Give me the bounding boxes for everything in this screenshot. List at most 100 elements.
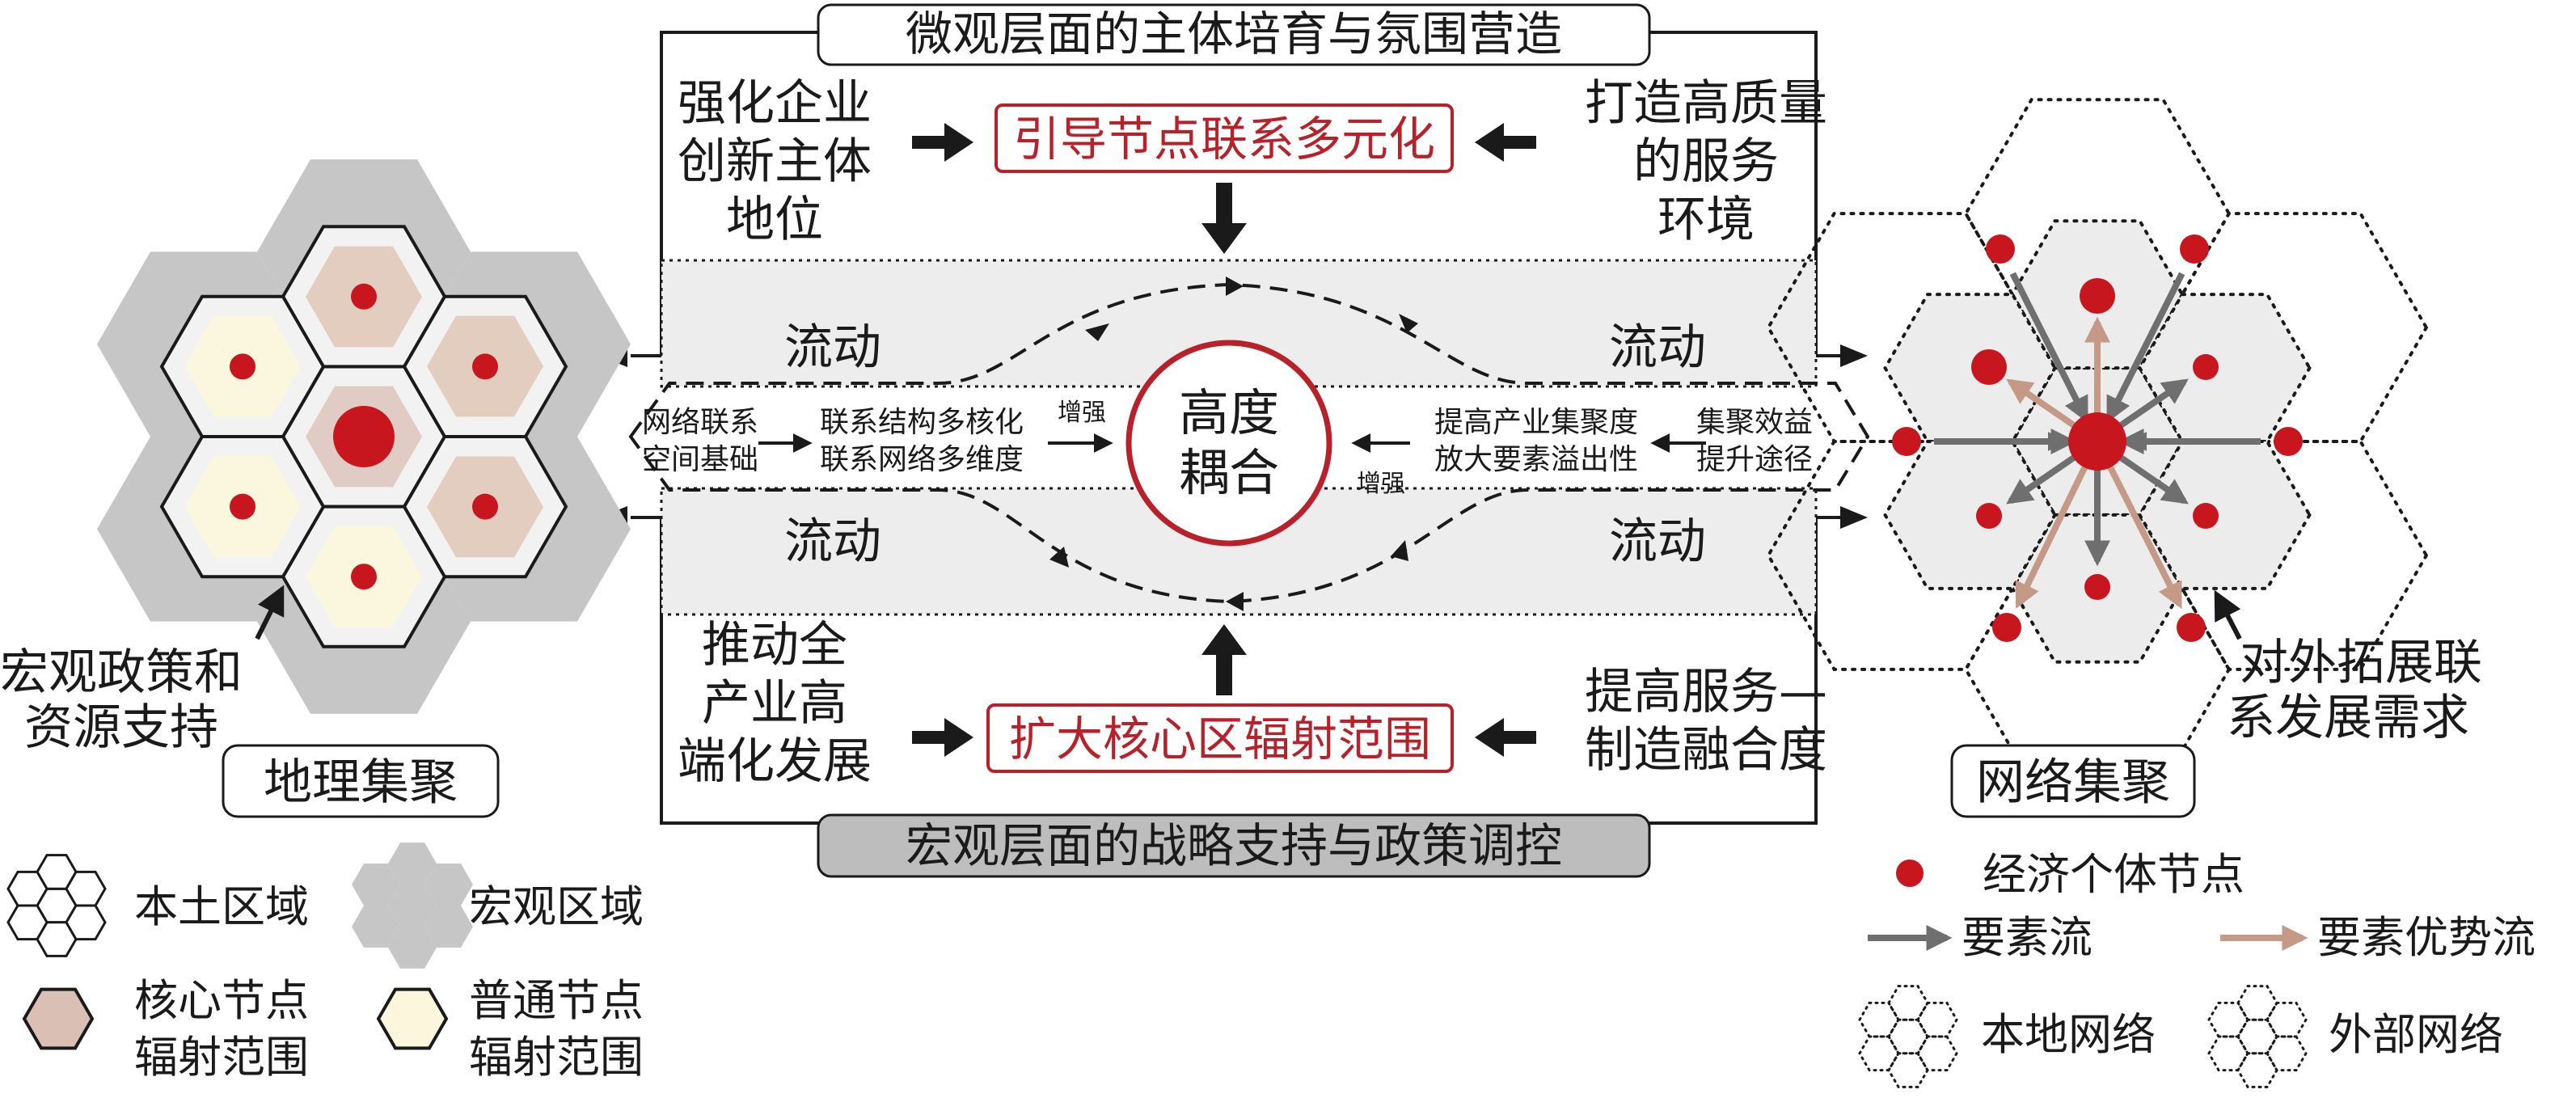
svg-text:打造高质量: 打造高质量 bbox=[1585, 75, 1827, 132]
flow-label: 流动 bbox=[1609, 513, 1706, 570]
bottom-right-text: 提高服务— 制造融合度 bbox=[1585, 664, 1827, 779]
flow-label: 流动 bbox=[1609, 319, 1706, 376]
network-core-node bbox=[2068, 412, 2126, 471]
legend-macro-region: 宏观区域 bbox=[469, 881, 644, 932]
factor-flow-arrow bbox=[2015, 464, 2088, 609]
right-chain: 增强 提高产业集聚度 放大要素溢出性 集聚效益 提升途径 bbox=[1351, 406, 1813, 498]
economic-node bbox=[230, 353, 255, 380]
legend-local-network: 本地网络 bbox=[1981, 1009, 2156, 1060]
svg-text:空间基础: 空间基础 bbox=[642, 443, 758, 476]
legend-local-region: 本土区域 bbox=[134, 881, 309, 932]
network-node bbox=[1971, 349, 2007, 385]
legend-hex bbox=[6, 870, 49, 907]
dashed-loop-arrows bbox=[1049, 277, 1418, 611]
svg-text:放大要素溢出性: 放大要素溢出性 bbox=[1434, 443, 1638, 476]
network-node bbox=[1976, 503, 2002, 529]
legend-hex bbox=[2266, 1035, 2308, 1072]
network-node bbox=[2193, 354, 2219, 380]
svg-text:集聚效益: 集聚效益 bbox=[1696, 406, 1813, 439]
legend-hex bbox=[424, 906, 473, 948]
svg-text:耦合: 耦合 bbox=[1179, 443, 1279, 502]
legend-advantage-flow: 要素优势流 bbox=[2317, 912, 2536, 963]
factor-flow-arrow bbox=[2009, 272, 2089, 424]
svg-text:创新主体: 创新主体 bbox=[678, 133, 872, 190]
svg-text:提升途径: 提升途径 bbox=[1696, 443, 1813, 476]
factor-flow-arrow bbox=[2118, 378, 2189, 429]
local-network-hex bbox=[1883, 440, 2057, 590]
dashed-flow-loop bbox=[628, 282, 1870, 604]
svg-text:产业高: 产业高 bbox=[702, 675, 847, 732]
legend-node: 经济个体节点 bbox=[1983, 849, 2244, 900]
external-node bbox=[2177, 613, 2206, 642]
right-annotation: 对外拓展联 系发展需求 bbox=[2214, 589, 2482, 746]
left-annotation: 宏观政策和 资源支持 bbox=[0, 585, 285, 756]
bottom-banner: 宏观层面的战略支持与政策调控 bbox=[817, 813, 1651, 878]
economic-node bbox=[351, 283, 377, 310]
network-node bbox=[2193, 503, 2219, 529]
external-node bbox=[1992, 613, 2021, 642]
svg-text:高度: 高度 bbox=[1179, 383, 1279, 442]
arrow-bottom-right-to-box bbox=[1475, 718, 1536, 757]
network-node bbox=[2080, 278, 2115, 314]
factor-flows bbox=[1934, 272, 2261, 610]
svg-text:提高产业集聚度: 提高产业集聚度 bbox=[1434, 406, 1638, 439]
top-banner: 微观层面的主体培育与氛围营造 bbox=[817, 3, 1651, 66]
legend-hex bbox=[1858, 1001, 1900, 1038]
external-node bbox=[1892, 427, 1921, 456]
legend-node-icon bbox=[1896, 859, 1924, 887]
network-agglomeration-panel bbox=[1766, 98, 2429, 785]
svg-text:推动全: 推动全 bbox=[702, 617, 847, 674]
external-node bbox=[1986, 234, 2015, 264]
enhance-label-left: 增强 bbox=[1058, 399, 1106, 427]
legend-hex bbox=[2207, 1035, 2249, 1072]
legend-right: 经济个体节点 要素流 要素优势流 本地网络 外部网络 bbox=[1858, 849, 2536, 1088]
legend-hex bbox=[388, 927, 437, 969]
flow-label: 流动 bbox=[784, 319, 881, 376]
svg-text:的服务: 的服务 bbox=[1633, 133, 1779, 190]
arrow-top-left-to-box bbox=[912, 123, 973, 162]
bottom-left-text: 推动全 产业高 端化发展 bbox=[678, 617, 872, 790]
economic-nodes bbox=[230, 283, 498, 590]
local-network-hex bbox=[2138, 293, 2312, 443]
economic-node bbox=[472, 353, 498, 380]
economic-node bbox=[351, 564, 377, 590]
legend-hex bbox=[352, 864, 400, 906]
top-center-box-text: 引导节点联系多元化 bbox=[1013, 112, 1435, 167]
network-nodes bbox=[1892, 234, 2303, 642]
legend-hex bbox=[2207, 1001, 2249, 1038]
svg-text:地位: 地位 bbox=[726, 192, 823, 248]
economic-node bbox=[230, 493, 255, 520]
svg-text:环境: 环境 bbox=[1658, 192, 1755, 248]
core-circle: 高度 耦合 bbox=[1125, 340, 1332, 547]
svg-text:普通节点: 普通节点 bbox=[469, 975, 644, 1026]
svg-text:地理集聚: 地理集聚 bbox=[264, 754, 458, 811]
bottom-center-box-text: 扩大核心区辐射范围 bbox=[1009, 712, 1431, 766]
svg-text:联系结构多核化: 联系结构多核化 bbox=[820, 406, 1024, 439]
local-network-hex bbox=[1883, 293, 2057, 443]
svg-text:核心节点: 核心节点 bbox=[134, 975, 309, 1026]
svg-text:网络联系: 网络联系 bbox=[642, 406, 758, 439]
legend-left: 本土区域 宏观区域 核心节点 辐射范围 普通节点 辐射范围 bbox=[6, 843, 644, 1083]
local-network-hex bbox=[2138, 440, 2312, 590]
flow-labels: 流动 流动 流动 流动 bbox=[784, 319, 1706, 570]
legend-hex bbox=[388, 843, 437, 885]
legend-hex bbox=[1916, 1035, 1958, 1072]
svg-text:系发展需求: 系发展需求 bbox=[2227, 690, 2469, 746]
factor-flow-arrow bbox=[2106, 464, 2183, 610]
legend-macro-region-icon bbox=[352, 843, 473, 969]
arrow-top-box-down bbox=[1201, 183, 1247, 254]
svg-text:联系网络多维度: 联系网络多维度 bbox=[820, 443, 1024, 476]
legend-hex bbox=[2266, 1001, 2308, 1038]
arrow-bottom-left-to-box bbox=[912, 718, 973, 757]
central-band bbox=[660, 259, 1818, 616]
network-node bbox=[2084, 574, 2110, 600]
svg-text:网络集聚: 网络集聚 bbox=[1976, 754, 2170, 811]
svg-text:提高服务—: 提高服务— bbox=[1585, 664, 1827, 720]
svg-text:资源支持: 资源支持 bbox=[24, 699, 218, 756]
svg-text:对外拓展联: 对外拓展联 bbox=[2240, 635, 2482, 691]
legend-hex bbox=[6, 904, 49, 941]
legend-hex bbox=[1858, 1035, 1900, 1072]
legend-local-region-icon bbox=[6, 854, 107, 957]
arrow-bottom-box-up bbox=[1201, 624, 1247, 695]
